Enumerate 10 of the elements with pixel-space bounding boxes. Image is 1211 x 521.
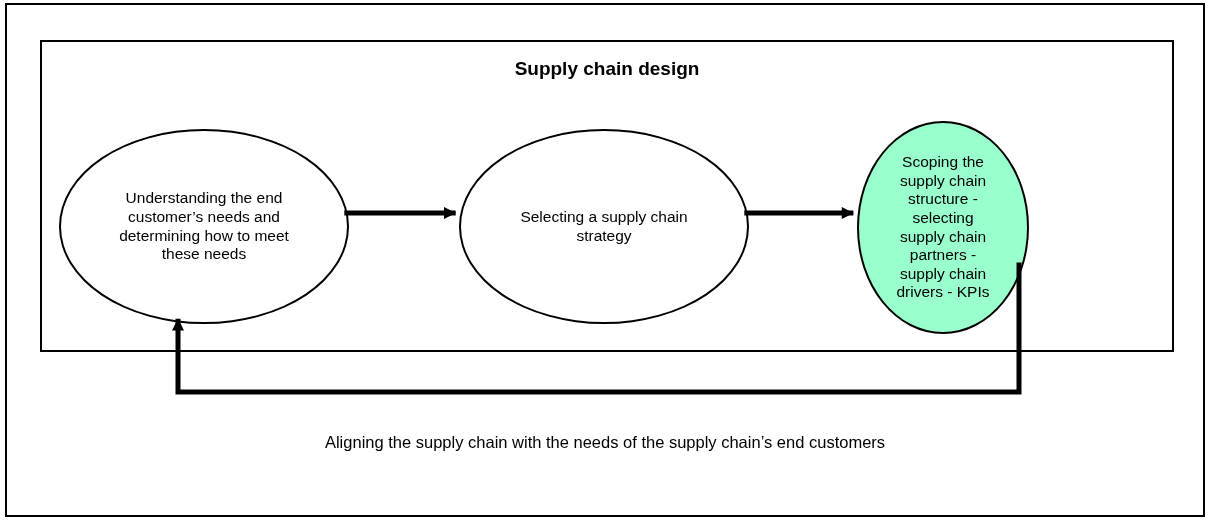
process-text: Scoping the supply chain structure - selecting supply chain partners - supply chain drivers - KPIs <box>895 153 991 302</box>
design-panel <box>40 40 1174 352</box>
process-text: Understanding the end customer’s needs and determining how to meet these needs <box>118 189 290 264</box>
arrow <box>172 262 1022 395</box>
process-text: Selecting a supply chain strategy <box>519 207 689 246</box>
arrow <box>344 207 456 219</box>
arrow <box>744 207 854 219</box>
outer-frame <box>5 3 1205 517</box>
caption-text: Aligning the supply chain with the needs of the supply chain’s end customers <box>324 433 886 451</box>
panel-title: Supply chain design <box>514 58 700 80</box>
